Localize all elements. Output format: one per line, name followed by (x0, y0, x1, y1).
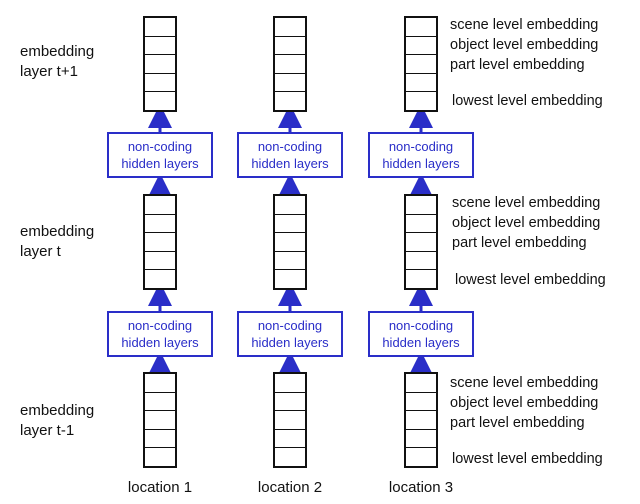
embedding-stack-l1-bottom (143, 372, 177, 468)
embedding-stack-l3-top (404, 16, 438, 112)
object-level-label-top: object level embedding (450, 37, 599, 53)
embedding-stack-l1-top (143, 16, 177, 112)
part-level-label-bottom: part level embedding (450, 415, 585, 431)
embedding-stack-l1-middle (143, 194, 177, 290)
object-level-label-bottom: object level embedding (450, 395, 599, 411)
column-label-location-1: location 1 (127, 479, 193, 496)
lowest-level-label-middle: lowest level embedding (455, 272, 606, 288)
scene-level-label-middle: scene level embedding (452, 195, 601, 211)
column-label-location-2: location 2 (257, 479, 323, 496)
lowest-level-label-top: lowest level embedding (452, 93, 603, 109)
column-label-location-3: location 3 (388, 479, 454, 496)
embedding-stack-l3-bottom (404, 372, 438, 468)
embedding-stack-l3-middle (404, 194, 438, 290)
part-level-label-top: part level embedding (450, 57, 585, 73)
object-level-label-middle: object level embedding (452, 215, 601, 231)
embedding-stack-l2-bottom (273, 372, 307, 468)
scene-level-label-bottom: scene level embedding (450, 375, 599, 391)
part-level-label-middle: part level embedding (452, 235, 587, 251)
scene-level-label-top: scene level embedding (450, 17, 599, 33)
lowest-level-label-bottom: lowest level embedding (452, 451, 603, 467)
embedding-stack-l2-middle (273, 194, 307, 290)
embedding-stack-l2-top (273, 16, 307, 112)
